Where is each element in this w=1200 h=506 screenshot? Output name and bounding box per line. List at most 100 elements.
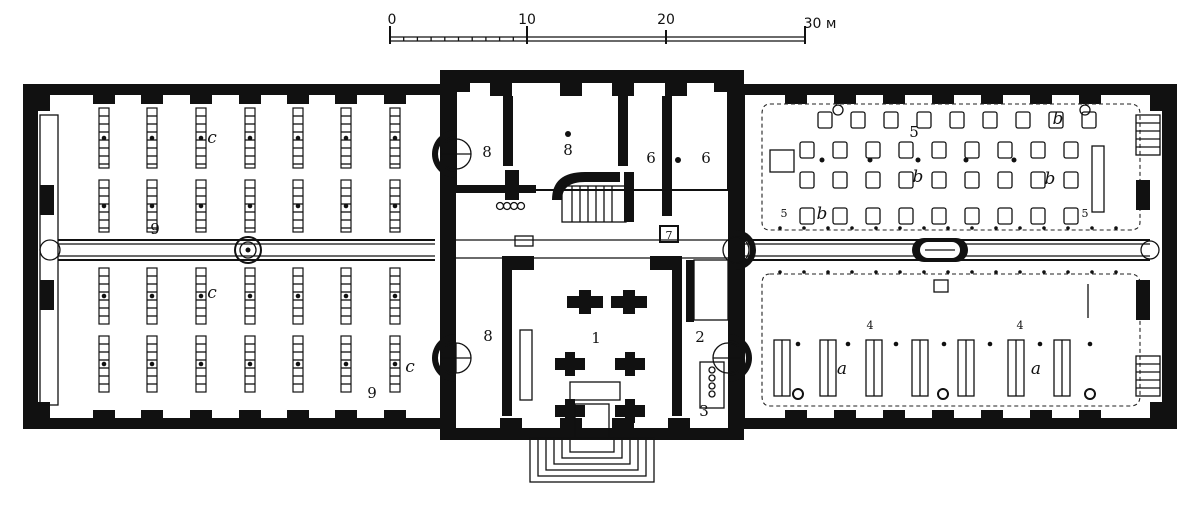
central-block: [432, 70, 756, 440]
corridor-post: [778, 270, 782, 274]
label-room-5-east: 5: [1082, 207, 1089, 220]
label-c-middle: c: [207, 283, 217, 303]
reading-desk: [832, 141, 848, 159]
reading-desk: [1030, 207, 1046, 225]
reading-desk: [997, 207, 1013, 225]
corridor-post: [1042, 226, 1046, 230]
stack-post: [101, 203, 107, 209]
south-pier: [384, 410, 406, 424]
corridor-post: [874, 270, 878, 274]
reading-desk: [931, 141, 947, 159]
upper-south-wall-west: [456, 185, 536, 193]
hall-west-wall: [502, 256, 512, 416]
label-room-8-south: 8: [483, 327, 493, 345]
stack-post: [198, 203, 204, 209]
label-b-east: b: [1045, 169, 1056, 189]
reading-desk: [1063, 171, 1079, 189]
south-pier: [1030, 410, 1052, 424]
reading-desk: [1030, 171, 1046, 189]
south-pier: [239, 410, 261, 424]
reading-desk: [1063, 207, 1079, 225]
reading-desk: [865, 207, 881, 225]
reading-desk: [865, 141, 881, 159]
room-2-stair: [693, 259, 729, 321]
corridor-post: [1066, 270, 1070, 274]
west-spiral-stair-icon: [39, 239, 61, 261]
north-pier: [1030, 90, 1052, 104]
room-4-tables: [773, 339, 1093, 397]
central-spiral-stair-icon: [234, 236, 262, 264]
north-pier: [239, 90, 261, 104]
label-room-1: 1: [591, 329, 601, 347]
north-pier: [384, 90, 406, 104]
north-pier: [141, 90, 163, 104]
central-north-pier-1: [490, 82, 512, 96]
scale-label-20: 20: [657, 12, 675, 28]
right-wing-corner-se: [1150, 402, 1176, 428]
scale-label-0: 0: [388, 12, 397, 28]
label-room-2: 2: [695, 328, 705, 346]
hall-bench: [569, 381, 621, 401]
stair-tower-sw-icon: [432, 334, 472, 382]
room-4-post: [987, 341, 993, 347]
left-wing-south-wall: [24, 418, 444, 428]
right-wing-corner-ne: [1150, 85, 1176, 111]
label-b-west: b: [817, 204, 828, 224]
stack-post: [295, 361, 301, 367]
central-north-pier-4: [665, 82, 687, 96]
stack-post: [343, 203, 349, 209]
room-5-outline: [761, 103, 1141, 231]
west-pier-1: [40, 185, 54, 215]
south-pier: [190, 410, 212, 424]
label-room-6-east: 6: [701, 149, 711, 167]
label-b-center: b: [913, 167, 924, 187]
room-5-cabinet: [769, 149, 795, 173]
right-wing-south-wall: [744, 418, 1176, 428]
reading-desk: [799, 171, 815, 189]
room-3-radiator-icon: [708, 366, 716, 398]
left-wing-west-wall: [24, 85, 38, 428]
room-4-desk: [933, 279, 949, 293]
corridor-post: [802, 270, 806, 274]
corridor-desk: [514, 235, 534, 247]
room-5-post: [915, 157, 921, 163]
west-pier-2: [40, 280, 54, 310]
north-pier: [287, 90, 309, 104]
room-5-post: [1011, 157, 1017, 163]
hall-pier-ne: [650, 256, 672, 270]
reading-desk: [916, 111, 932, 129]
corridor-post: [1066, 226, 1070, 230]
corridor-post: [874, 226, 878, 230]
hall-column-1-icon: [567, 290, 603, 314]
reading-desk: [931, 207, 947, 225]
stack-post: [392, 293, 398, 299]
east-stair-south-icon: [1135, 355, 1161, 397]
reading-desk: [799, 207, 815, 225]
label-a-west: a: [837, 359, 847, 379]
hall-column-4-icon: [615, 352, 645, 376]
reading-desk: [982, 111, 998, 129]
corridor-columns: [778, 226, 1118, 274]
room-4-post: [795, 341, 801, 347]
room-5-column-2: [1079, 104, 1091, 116]
central-east-wall: [728, 70, 744, 440]
room-5-post: [867, 157, 873, 163]
corridor-post: [1018, 226, 1022, 230]
north-pier: [834, 90, 856, 104]
label-room-8-center: 8: [563, 141, 573, 159]
room-4-post: [1037, 341, 1043, 347]
reading-desk: [865, 171, 881, 189]
room-6-column: [675, 157, 681, 163]
right-wing-north-wall: [744, 85, 1176, 95]
room-5-column-1: [832, 104, 844, 116]
hall-column-3-icon: [555, 352, 585, 376]
stack-post: [101, 293, 107, 299]
right-wing: [743, 84, 1177, 429]
corridor-post: [1042, 270, 1046, 274]
room-4-post: [1087, 341, 1093, 347]
room-5-post: [819, 157, 825, 163]
central-north-wall: [440, 70, 744, 82]
south-pier: [93, 410, 115, 424]
right-wing-east-wall: [1162, 85, 1176, 428]
north-pier: [190, 90, 212, 104]
